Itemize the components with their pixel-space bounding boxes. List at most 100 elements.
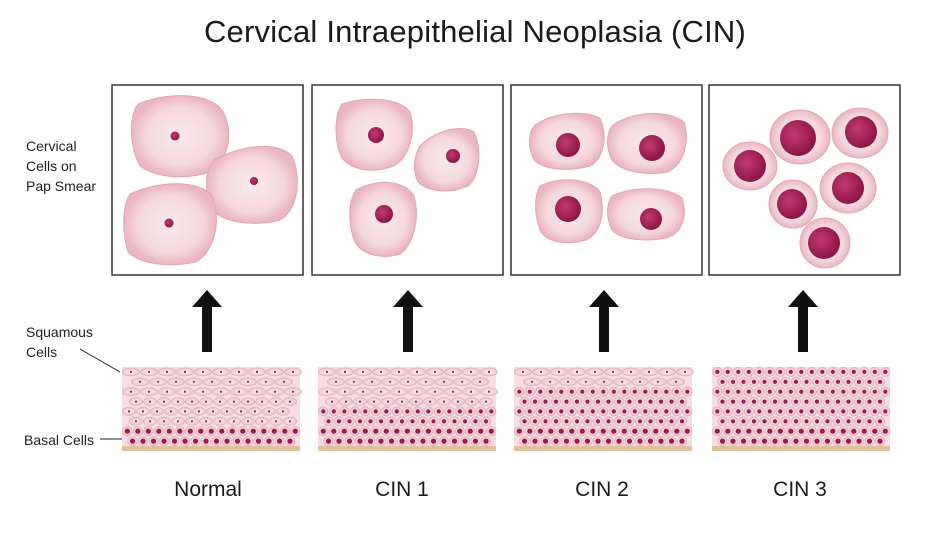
tissue-nucleus (457, 409, 462, 414)
tissue-nucleus (720, 399, 725, 404)
tissue-nucleus (165, 390, 169, 393)
tissue-nucleus (456, 400, 460, 403)
tissue-nucleus (183, 390, 187, 393)
tissue-nucleus (804, 399, 809, 404)
tissue-nucleus (362, 428, 368, 434)
tissue-nucleus (564, 419, 569, 424)
tissue-nucleus (516, 428, 522, 434)
tissue-nucleus (406, 380, 410, 383)
tissue-nucleus (325, 390, 329, 393)
tissue-nucleus (830, 409, 835, 414)
tissue-nucleus (368, 419, 373, 424)
nucleus (832, 172, 864, 204)
tissue-nucleus (457, 428, 463, 434)
tissue-nucleus (616, 419, 622, 424)
tissue-nucleus (255, 438, 262, 444)
squamous-label-line2: Cells (26, 344, 58, 360)
tissue-nucleus (134, 400, 138, 403)
tissue-nucleus (725, 409, 730, 414)
tissue-nucleus (799, 369, 804, 374)
tissue-nucleus (772, 399, 778, 404)
tissue-nucleus (767, 428, 773, 434)
tissue-nucleus (177, 428, 183, 434)
tissue-nucleus (804, 419, 809, 424)
nucleus (808, 227, 840, 259)
tissue-nucleus (409, 438, 416, 444)
tissue-nucleus (288, 400, 292, 403)
tissue-nucleus (383, 428, 389, 434)
tissue-nucleus (788, 369, 793, 374)
tissue-nucleus (124, 428, 130, 434)
tissue-nucleus (851, 369, 856, 374)
tissue-nucleus (669, 419, 674, 424)
tissue-nucleus (622, 409, 627, 414)
tissue-nucleus (410, 419, 415, 424)
tissue-nucleus (282, 380, 286, 383)
tissue-nucleus (452, 419, 457, 424)
tissue-nucleus (420, 419, 426, 424)
tissue-nucleus (664, 409, 669, 414)
tissue-nucleus (517, 409, 522, 414)
tissue-nucleus (176, 420, 180, 423)
up-arrow-icon (589, 290, 619, 352)
tissue-nucleus (767, 409, 772, 414)
tissue-nucleus (291, 370, 295, 373)
tissue-nucleus (336, 438, 342, 444)
tissue-nucleus (161, 438, 167, 444)
tissue-nucleus (566, 380, 570, 383)
tissue-nucleus (489, 409, 494, 414)
tissue-nucleus (653, 389, 658, 394)
tissue-nucleus (282, 428, 288, 434)
tissue-nucleus (595, 419, 601, 424)
nucleus (250, 177, 258, 185)
tissue-nucleus (331, 428, 337, 434)
tissue-nucleus (372, 400, 376, 403)
tissue-nucleus (872, 428, 878, 434)
tissue-nucleus (352, 380, 356, 383)
tissue-nucleus (228, 380, 232, 383)
tissue-nucleus (788, 409, 793, 414)
up-arrow-icon (192, 290, 222, 352)
tissue-nucleus (255, 370, 259, 373)
tissue-nucleus (740, 438, 747, 444)
tissue-nucleus (830, 369, 835, 374)
tissue-nucleus (441, 438, 447, 444)
tissue-nucleus (538, 409, 543, 414)
tissue-nucleus (273, 390, 277, 393)
tissue-nucleus (584, 380, 588, 383)
tissue-nucleus (626, 438, 633, 444)
tissue-nucleus (334, 380, 338, 383)
tissue-nucleus (192, 438, 199, 444)
tissue-nucleus (548, 428, 554, 434)
tissue-nucleus (378, 419, 384, 424)
tissue-nucleus (851, 409, 856, 414)
tissue-nucleus (211, 410, 215, 413)
tissue-nucleus (468, 409, 473, 414)
tissue-nucleus (714, 428, 720, 434)
tissue-nucleus (803, 438, 810, 444)
tissue-nucleus (343, 390, 347, 393)
tissue-nucleus (762, 419, 767, 424)
tissue-nucleus (388, 438, 395, 444)
tissue-nucleus (846, 379, 851, 384)
tissue-nucleus (725, 389, 730, 394)
tissue-nucleus (793, 399, 799, 404)
tissue-nucleus (234, 438, 241, 444)
tissue-nucleus (250, 428, 256, 434)
tissue-nucleus (602, 380, 606, 383)
tissue-nucleus (648, 419, 653, 424)
tissue-nucleus (487, 390, 491, 393)
tissue-nucleus (287, 438, 293, 444)
tissue-nucleus (622, 389, 627, 394)
tissue-nucleus (522, 419, 527, 424)
tissue-nucleus (846, 419, 851, 424)
tissue-nucleus (148, 400, 152, 403)
tissue-nucleus (741, 379, 746, 384)
tissue-nucleus (590, 389, 595, 394)
stage-label-cin3: CIN 3 (773, 478, 827, 501)
tissue-nucleus (379, 370, 383, 373)
tissue-nucleus (140, 438, 146, 444)
tissue-nucleus (820, 369, 825, 374)
basal-cells-label: Basal Cells (24, 432, 95, 448)
tissue-nucleus (527, 409, 532, 414)
